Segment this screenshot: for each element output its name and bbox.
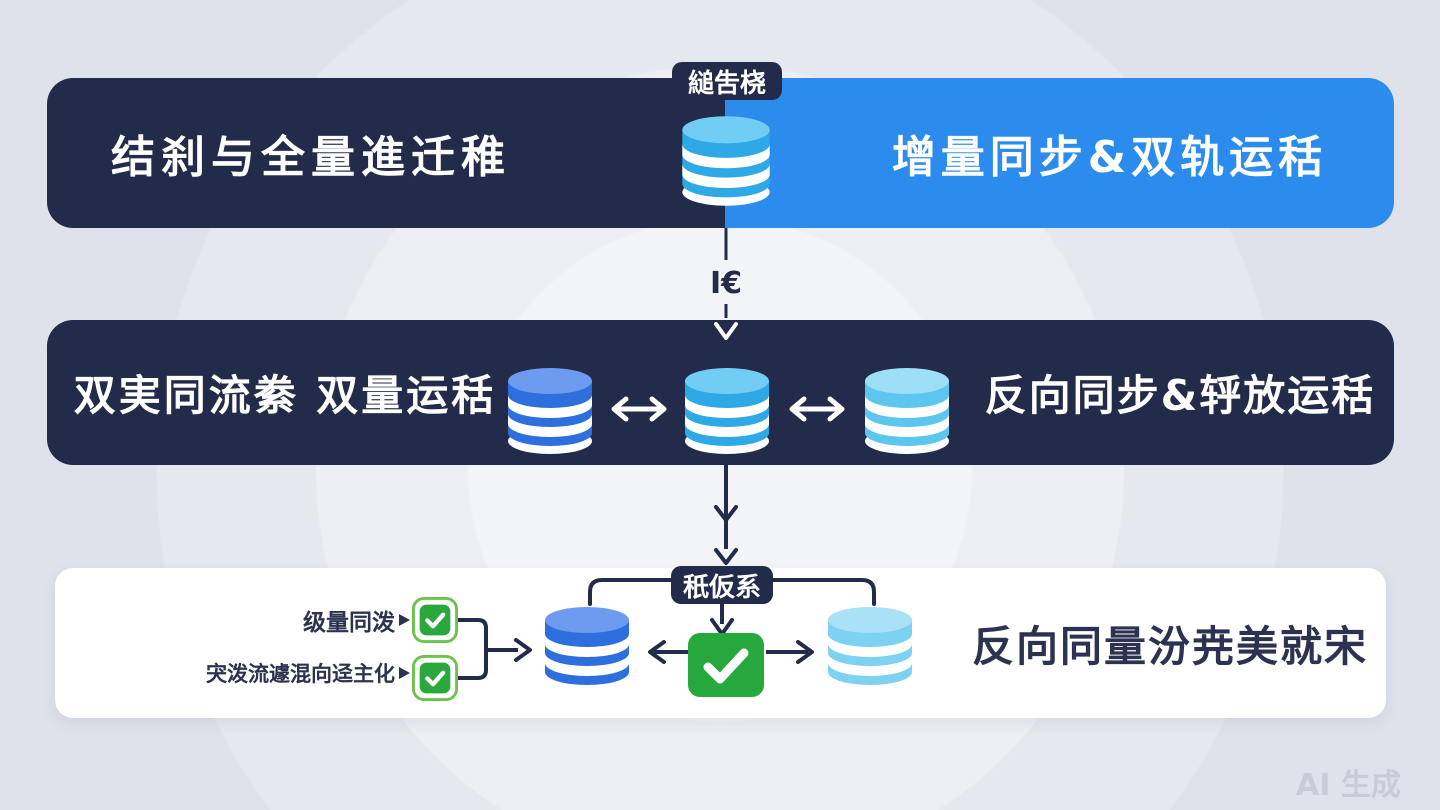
result-tag-label: 秖仮系 — [682, 572, 761, 603]
source-tag-label: 縋吿桡 — [687, 68, 766, 99]
double-arrow-icon — [611, 396, 667, 422]
database-icon — [685, 368, 769, 454]
source-tag: 縋吿桡 — [672, 62, 782, 100]
bottom-right-label: 反向同量汾尭美就宋 — [971, 621, 1368, 671]
double-arrow-icon — [789, 396, 845, 422]
pointer-icon — [399, 667, 410, 679]
pointer-icon — [399, 614, 410, 626]
database-icon — [545, 607, 629, 693]
top-left-panel: 结刹与全量進迁稚 — [47, 78, 725, 228]
arrow-left-icon — [648, 640, 688, 664]
check-item-2-label: 宊泼流遽混向迳主化 — [206, 662, 395, 686]
middle-right-label: 反向同步&轷放运秳 — [984, 371, 1376, 420]
arrow-down-icon — [714, 228, 738, 340]
flow-step-label: Ι€ — [709, 265, 743, 301]
arrow-down-icon — [714, 465, 738, 565]
top-right-panel-label: 增量同步&双轨运秳 — [891, 132, 1328, 183]
connector-bracket — [458, 618, 532, 680]
top-left-panel-label: 结刹与全量進迁稚 — [111, 132, 511, 183]
database-icon — [682, 116, 770, 206]
arrow-right-icon — [766, 640, 814, 664]
database-icon — [828, 607, 912, 693]
top-right-panel: 增量同步&双轨运秳 — [725, 78, 1394, 228]
check-item-1-label: 级量同泼 — [303, 610, 395, 636]
checkbox-icon — [412, 655, 458, 701]
ai-watermark: AI 生成 — [1296, 768, 1401, 803]
database-icon — [865, 368, 949, 454]
checkbox-icon — [412, 597, 458, 643]
middle-left-label: 双実同流絭 双量运秳 — [73, 371, 497, 420]
check-icon — [688, 633, 764, 697]
database-icon — [508, 368, 592, 454]
result-tag: 秖仮系 — [671, 566, 773, 604]
